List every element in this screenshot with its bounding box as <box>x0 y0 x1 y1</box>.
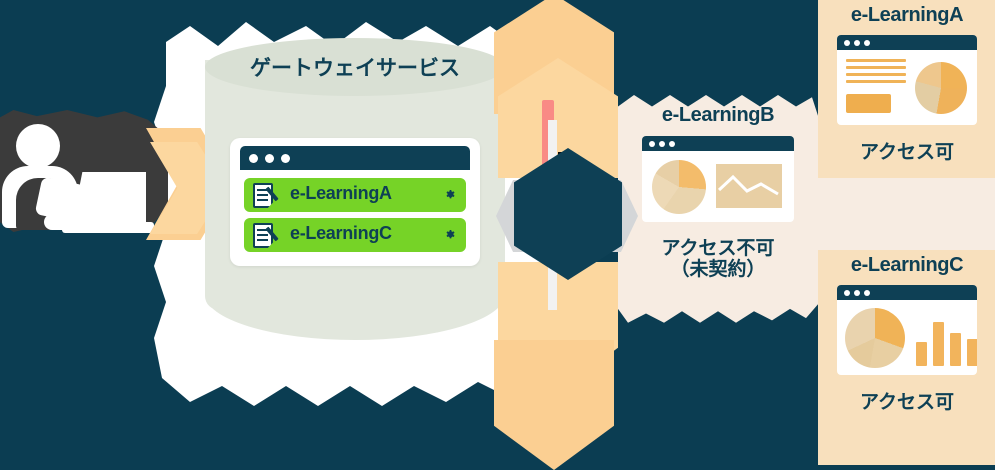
gear-icon[interactable] <box>444 229 457 242</box>
service-title-c: e-LearningC <box>850 254 964 276</box>
gateway-app-label-c: e-LearningC <box>290 223 392 243</box>
laptop-screen-icon <box>72 172 146 224</box>
window-dot-icon <box>265 154 274 163</box>
document-edit-icon <box>253 183 279 209</box>
preview-title-bar <box>837 35 977 50</box>
window-dot-icon <box>659 140 665 147</box>
cylinder-top-ellipse <box>205 38 505 96</box>
service-status-b-line2: （未契約） <box>670 259 766 281</box>
services-right-panel-divider <box>818 178 995 250</box>
pie-chart-icon <box>845 308 905 368</box>
gateway-app-row-c[interactable]: e-LearningC <box>244 218 466 252</box>
service-card-c[interactable]: e-LearningC アクセス可 <box>822 254 992 413</box>
window-dot-icon <box>281 154 290 163</box>
area-chart-icon <box>716 164 782 208</box>
service-status-c: アクセス可 <box>859 392 955 413</box>
pie-chart-icon <box>915 62 967 114</box>
person-head-icon <box>16 124 60 168</box>
window-dot-icon <box>249 154 258 163</box>
service-status-a: アクセス可 <box>859 142 955 163</box>
bar-chart-icon <box>916 314 977 366</box>
window-dot-icon <box>649 140 655 147</box>
window-dot-icon <box>844 39 850 46</box>
gateway-title: ゲートウェイサービス <box>250 57 460 80</box>
area-chart-line <box>717 174 779 196</box>
gateway-service-cylinder: ゲートウェイサービス e-LearningA <box>205 30 505 340</box>
window-controls[interactable] <box>249 154 290 163</box>
cylinder-bottom <box>205 280 505 340</box>
gear-icon[interactable] <box>444 189 457 202</box>
service-status-b: アクセス不可 （未契約） <box>623 238 813 281</box>
preview-title-bar <box>642 136 794 151</box>
laptop-base-icon <box>62 222 154 233</box>
preview-body <box>837 300 977 375</box>
flow-arrow-down-outer <box>494 340 614 470</box>
service-title-a: e-LearningA <box>850 4 964 26</box>
window-dot-icon <box>844 289 850 296</box>
user-at-laptop-illustration <box>0 110 180 240</box>
x-block-icon <box>524 166 612 262</box>
gateway-app-row-a[interactable]: e-LearningA <box>244 178 466 212</box>
service-preview-c <box>837 285 977 375</box>
service-status-b-line1: アクセス不可 <box>661 238 775 259</box>
window-dot-icon <box>669 140 675 147</box>
document-edit-icon <box>253 223 279 249</box>
mouse-icon <box>44 214 70 230</box>
gateway-browser-window: e-LearningA e-LearningC <box>230 138 480 266</box>
gateway-app-label-a: e-LearningA <box>290 183 392 203</box>
preview-title-bar <box>837 285 977 300</box>
window-dot-icon <box>864 289 870 296</box>
preview-body <box>837 50 977 125</box>
pie-chart-icon <box>652 160 706 214</box>
browser-title-bar <box>240 146 470 170</box>
window-dot-icon <box>864 39 870 46</box>
service-preview-b <box>642 136 794 222</box>
window-dot-icon <box>854 39 860 46</box>
service-card-b[interactable]: e-LearningB アクセス不可 （未契約） <box>623 104 813 281</box>
service-card-a[interactable]: e-LearningA アクセス可 <box>822 4 992 163</box>
service-title-b: e-LearningB <box>661 104 775 126</box>
text-lines-icon <box>846 59 906 87</box>
window-dot-icon <box>854 289 860 296</box>
preview-body <box>642 151 794 222</box>
swatch-icon <box>846 94 891 113</box>
service-preview-a <box>837 35 977 125</box>
